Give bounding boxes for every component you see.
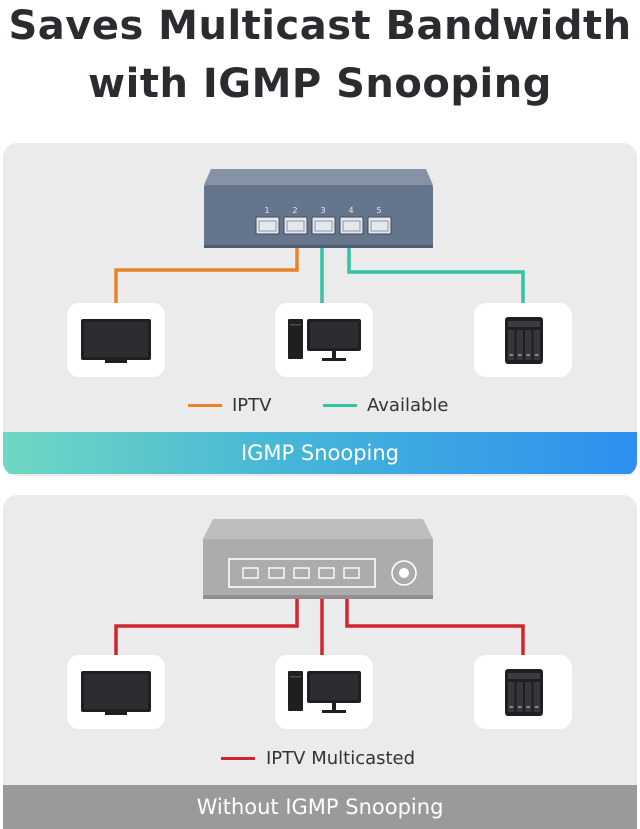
iptv-legend-swatch bbox=[188, 404, 222, 407]
tv-card bbox=[67, 303, 165, 377]
bottom-connection-lines bbox=[114, 597, 525, 655]
without-igmp-snooping-panel: IPTV Multicasted Without IGMP Snooping bbox=[3, 495, 637, 829]
multicast-legend-swatch bbox=[221, 757, 255, 760]
port-number-1: 1 bbox=[264, 206, 269, 215]
igmp-snooping-panel: 1 2 3 4 5 bbox=[3, 143, 637, 476]
tv-card bbox=[67, 655, 165, 729]
nas-card bbox=[474, 655, 572, 729]
desktop-card bbox=[275, 303, 373, 377]
multicast-line-tv bbox=[114, 597, 299, 655]
network-switch-icon: 1 2 3 4 5 bbox=[204, 169, 433, 248]
hub-switch-icon bbox=[203, 519, 433, 599]
title-line-1: Saves Multicast Bandwidth bbox=[8, 3, 632, 49]
without-igmp-snooping-banner: Without IGMP Snooping bbox=[3, 785, 637, 829]
desktop-computer-icon bbox=[288, 319, 361, 361]
tv-icon bbox=[81, 671, 151, 715]
nas-icon bbox=[505, 317, 543, 364]
port-number-4: 4 bbox=[348, 206, 353, 215]
iptv-legend-label: IPTV bbox=[232, 395, 272, 416]
iptv-line bbox=[114, 247, 299, 303]
multicast-legend-label: IPTV Multicasted bbox=[266, 748, 416, 769]
available-line-nas bbox=[347, 247, 525, 303]
nas-icon bbox=[505, 669, 543, 716]
title-line-2: with IGMP Snooping bbox=[88, 61, 552, 107]
tv-icon bbox=[81, 319, 151, 363]
port-number-2: 2 bbox=[292, 206, 297, 215]
desktop-card bbox=[275, 655, 373, 729]
nas-card bbox=[474, 303, 572, 377]
port-number-3: 3 bbox=[320, 206, 325, 215]
port-number-5: 5 bbox=[376, 206, 381, 215]
multicast-line-nas bbox=[345, 597, 525, 655]
igmp-snooping-banner: IGMP Snooping bbox=[3, 432, 637, 474]
top-connection-lines bbox=[114, 247, 525, 303]
available-legend-swatch bbox=[323, 404, 357, 407]
available-legend-label: Available bbox=[367, 395, 449, 416]
desktop-computer-icon bbox=[288, 671, 361, 713]
